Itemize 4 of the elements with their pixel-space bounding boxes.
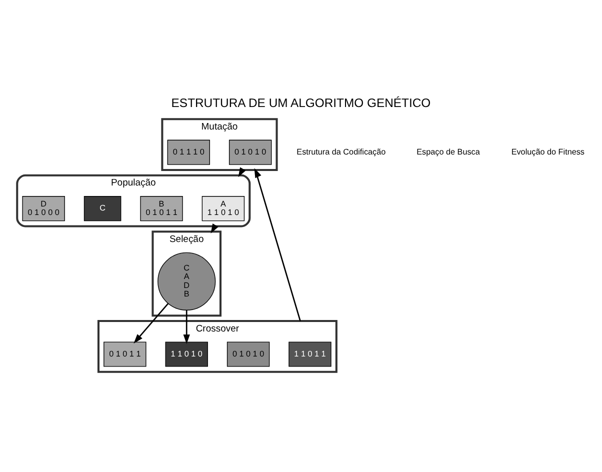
arrow <box>183 310 190 344</box>
diagram-title: ESTRUTURA DE UM ALGORITMO GENÉTICO <box>171 96 431 110</box>
arrow <box>254 168 301 322</box>
arrow <box>134 303 169 344</box>
